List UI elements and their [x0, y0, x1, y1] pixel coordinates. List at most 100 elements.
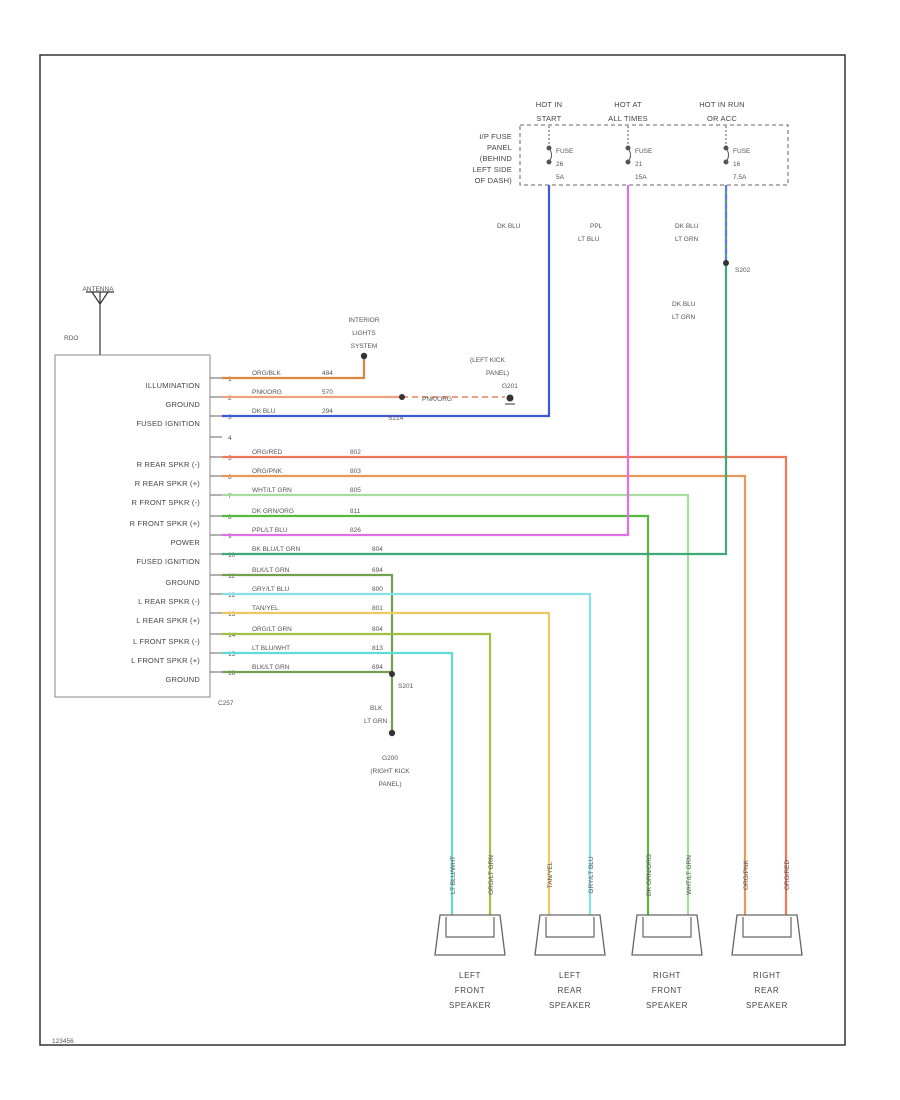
wire-color-label: LT BLU/WHT — [252, 645, 290, 652]
source-line1: HOT IN — [536, 100, 562, 109]
ground-g200: G200 (RIGHT KICK PANEL) — [370, 755, 410, 788]
wire-circuit-label: 694 — [372, 664, 383, 671]
fuse-panel-label: I/P FUSE PANEL (BEHIND LEFT SIDE OF DASH… — [472, 132, 512, 185]
speaker-wire-label: ORG/RED — [784, 860, 791, 891]
wire-color-label: WHT/LT GRN — [252, 487, 292, 494]
fuse-panel-label-line: PANEL — [487, 143, 512, 152]
wire-circuit-label: 803 — [350, 468, 361, 475]
connection-dots — [360, 260, 729, 737]
ppl-label: LT BLU — [578, 236, 600, 243]
left-kick-label: (LEFT KICK — [470, 357, 506, 364]
source-line1: HOT AT — [614, 100, 642, 109]
speaker-label: SPEAKER — [646, 1001, 688, 1010]
blk-lt-grn-label: LT GRN — [364, 718, 388, 725]
fuse-26-icon — [546, 126, 552, 165]
interior-lights-label: LIGHTS — [352, 330, 376, 337]
fuse-number: 16 — [733, 161, 741, 168]
pin-number: 7 — [228, 493, 232, 500]
antenna-label: ANTENNA — [82, 286, 114, 293]
fuse-panel-box — [519, 124, 789, 186]
wire — [222, 356, 366, 380]
pin-label: L FRONT SPKR (+) — [131, 656, 200, 665]
wire-circuit-label: 801 — [372, 605, 383, 612]
pin-number: 10 — [228, 552, 236, 559]
fuse-panel-label-line: I/P FUSE — [479, 132, 512, 141]
pin-label: R FRONT SPKR (-) — [132, 498, 201, 507]
source-hot-in-run-or-acc: HOT IN RUN OR ACC FUSE 16 7.5A — [699, 100, 751, 181]
pin-label: L FRONT SPKR (-) — [133, 637, 200, 646]
wire-color-label: BLK/LT GRN — [252, 567, 290, 574]
speaker-wire-label: TAN/YEL — [547, 861, 554, 888]
pin-label: ILLUMINATION — [146, 381, 200, 390]
wire-circuit-label: 811 — [350, 508, 361, 515]
fuse-21-icon — [625, 126, 631, 165]
radio-unit — [54, 354, 211, 698]
blk-lt-grn-label: BLK — [370, 705, 383, 712]
wire — [222, 185, 630, 537]
wire-circuit-label: 804 — [372, 626, 383, 633]
source-line2: START — [537, 114, 562, 123]
wire-color-label: DK GRN/ORG — [252, 508, 294, 515]
splice-s202-label: S202 — [735, 267, 751, 274]
source-line1: HOT IN RUN — [699, 100, 745, 109]
fuse-amperage: 7.5A — [733, 174, 747, 181]
pin-label: GROUND — [165, 578, 200, 587]
wire-harness — [222, 185, 788, 915]
g200-label: (RIGHT KICK — [370, 768, 410, 775]
fuse-label: FUSE — [635, 148, 653, 155]
source-hot-in-start: HOT IN START FUSE 26 5A — [536, 100, 574, 181]
speaker-cone-icon — [742, 917, 792, 938]
pin-number: 9 — [228, 533, 232, 540]
interior-lights-label: INTERIOR — [348, 317, 379, 324]
wire-circuit-label: 826 — [350, 527, 361, 534]
pin-label: L REAR SPKR (-) — [138, 597, 200, 606]
pin-number: 13 — [228, 611, 236, 618]
speaker-label: LEFT — [559, 971, 581, 980]
pin-number: 15 — [228, 651, 236, 658]
speaker-label: REAR — [755, 986, 780, 995]
wire-color-label: PNK/ORG — [252, 389, 282, 396]
fuse-amperage: 5A — [556, 174, 565, 181]
speaker-label: SPEAKER — [746, 1001, 788, 1010]
speaker-wire-label: ORG/PNK — [743, 859, 750, 890]
wire-color-label: ORG/PNK — [252, 468, 283, 475]
left-kick-label: G201 — [502, 383, 518, 390]
fuse-number: 21 — [635, 161, 643, 168]
pin-label: R REAR SPKR (+) — [135, 479, 201, 488]
pin-number: 12 — [228, 592, 236, 599]
speaker-label: FRONT — [455, 986, 486, 995]
wire-circuit-label: 804 — [372, 546, 383, 553]
diagram-frame — [39, 54, 846, 1046]
antenna-icon — [86, 291, 114, 355]
dk-blu-lt-grn-label: LT GRN — [672, 314, 696, 321]
wire-circuit-label: 294 — [322, 408, 333, 415]
fuse-label: FUSE — [733, 148, 751, 155]
wire-color-label: PPL/LT BLU — [252, 527, 288, 534]
wire-circuit-label: 570 — [322, 389, 333, 396]
wire-color-label: ORG/RED — [252, 449, 283, 456]
connector-label: C257 — [218, 700, 234, 707]
pin-number: 2 — [228, 395, 232, 402]
speaker-icon — [731, 914, 803, 956]
wire-color-label: BK BLU/LT GRN — [252, 546, 300, 553]
speaker-label: FRONT — [652, 986, 683, 995]
pin-number: 4 — [228, 435, 232, 442]
speaker-wire-label: ORG/LT GRN — [488, 855, 495, 895]
dk-blu-lt-grn-label: LT GRN — [675, 236, 699, 243]
wire — [222, 474, 747, 915]
speaker-cone-icon — [445, 917, 495, 938]
pin-number: 3 — [228, 414, 232, 421]
wire-circuit-label: 800 — [372, 586, 383, 593]
pnk-org-label: PNK/ORG — [422, 396, 452, 403]
speaker-wire-label: LT BLU/WHT — [450, 856, 457, 894]
figure-id: 123456 — [52, 1038, 74, 1045]
speakers: LEFTFRONTSPEAKERLEFTREARSPEAKERRIGHTFRON… — [434, 914, 803, 1010]
pin-number: 11 — [228, 573, 235, 580]
